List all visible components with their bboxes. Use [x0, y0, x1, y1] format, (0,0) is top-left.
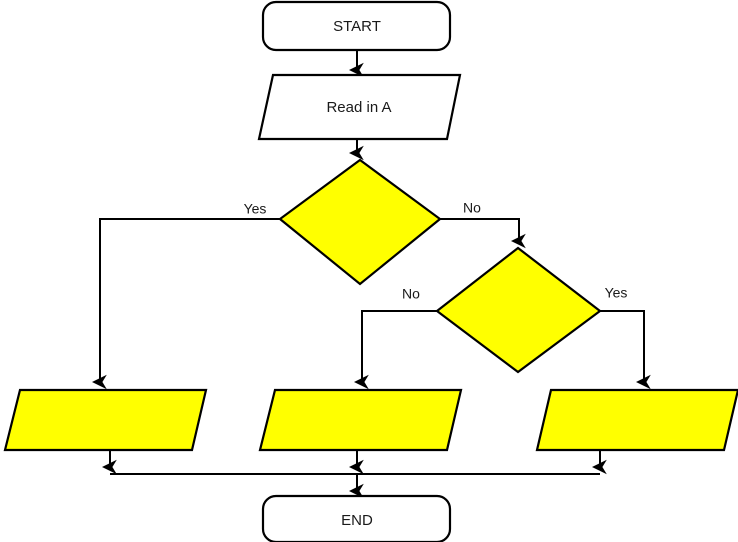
connector-decision2-yes-to-output-right — [600, 310, 651, 390]
output-middle-shape — [258, 388, 463, 452]
node-decision-1[interactable] — [278, 158, 442, 286]
connector-decision2-no-to-output-middle — [353, 310, 437, 390]
node-output-middle[interactable] — [258, 388, 463, 452]
decision-2-shape — [435, 246, 602, 374]
edge-label-decision2-yes: Yes — [605, 285, 628, 301]
end-shape — [261, 494, 452, 542]
decision-1-shape — [278, 158, 442, 286]
node-decision-2[interactable] — [435, 246, 602, 374]
edge-label-decision1-yes: Yes — [244, 201, 267, 217]
start-label: START — [333, 18, 381, 35]
output-left-shape — [3, 388, 208, 452]
edge-label-decision1-no: No — [463, 200, 481, 216]
end-label: END — [341, 512, 373, 529]
read-in-a-label: Read in A — [326, 99, 391, 116]
connector-decision1-no-to-decision2 — [440, 218, 526, 249]
read-in-a-shape — [257, 73, 462, 141]
node-start[interactable]: START — [261, 0, 452, 52]
edge-label-decision2-no: No — [402, 286, 420, 302]
output-right-shape — [535, 388, 738, 452]
node-end[interactable]: END — [261, 494, 452, 542]
node-read-in-a[interactable]: Read in A — [257, 73, 462, 141]
node-output-right[interactable] — [535, 388, 738, 452]
connector-decision1-yes-to-output-left — [91, 218, 280, 390]
node-output-left[interactable] — [3, 388, 208, 452]
start-shape — [261, 0, 452, 52]
